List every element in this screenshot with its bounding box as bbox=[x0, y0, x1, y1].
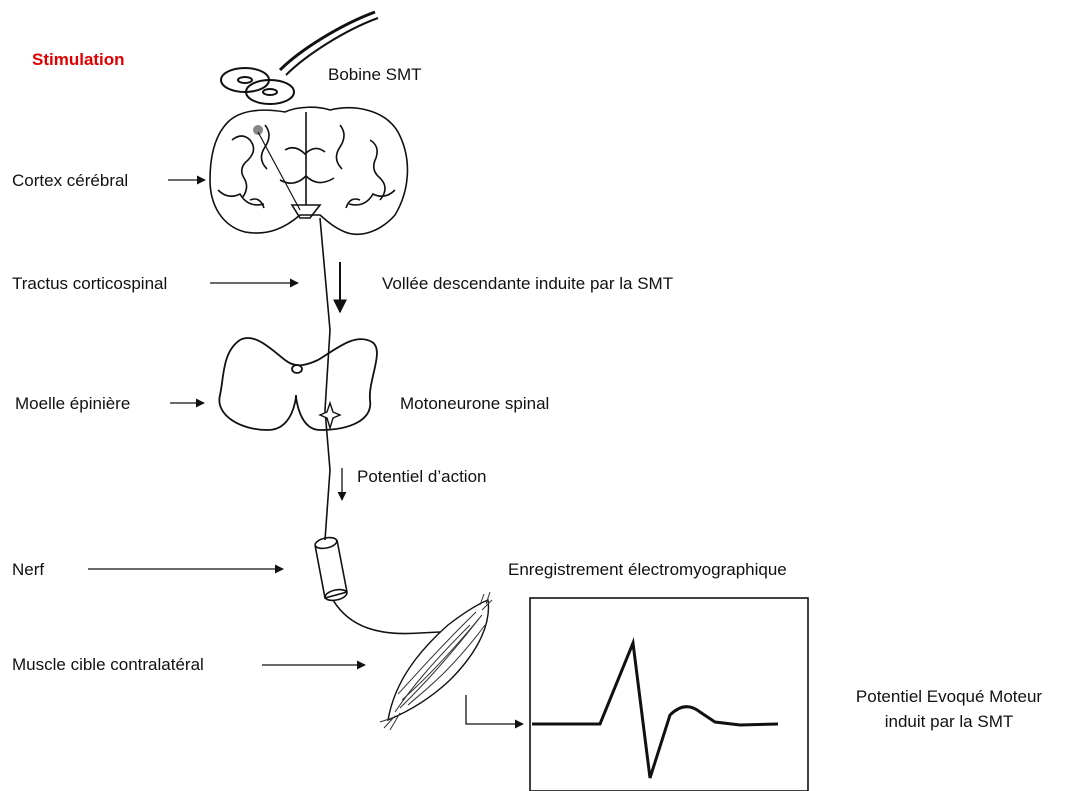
label-spinal-cord: Moelle épinière bbox=[15, 395, 130, 412]
label-mep-line2: induit par la SMT bbox=[834, 713, 1064, 730]
emg-recording-box bbox=[530, 598, 808, 791]
label-volley: Vollée descendante induite par la SMT bbox=[382, 275, 673, 292]
arrow-emg bbox=[466, 695, 523, 724]
muscle-drawing bbox=[380, 592, 492, 730]
label-nerve: Nerf bbox=[12, 561, 44, 578]
label-muscle: Muscle cible contralatéral bbox=[12, 656, 204, 673]
label-cortex: Cortex cérébral bbox=[12, 172, 128, 189]
motor-axon bbox=[333, 600, 440, 634]
mep-waveform bbox=[532, 643, 778, 778]
nerve-cylinder bbox=[314, 536, 348, 602]
title-stimulation: Stimulation bbox=[32, 51, 125, 68]
motoneuron-cell bbox=[320, 403, 340, 428]
label-mep-line1: Potentiel Evoqué Moteur bbox=[834, 688, 1064, 705]
tms-coil bbox=[221, 12, 378, 104]
label-motoneuron: Motoneurone spinal bbox=[400, 395, 549, 412]
label-tract: Tractus corticospinal bbox=[12, 275, 167, 292]
brain-section bbox=[210, 107, 407, 234]
corticospinal-fiber bbox=[320, 218, 330, 540]
arrows bbox=[88, 180, 523, 724]
spinal-cord bbox=[219, 338, 377, 430]
label-emg: Enregistrement électromyographique bbox=[508, 561, 787, 578]
label-coil: Bobine SMT bbox=[328, 66, 422, 83]
label-action-potential: Potentiel d’action bbox=[357, 468, 486, 485]
